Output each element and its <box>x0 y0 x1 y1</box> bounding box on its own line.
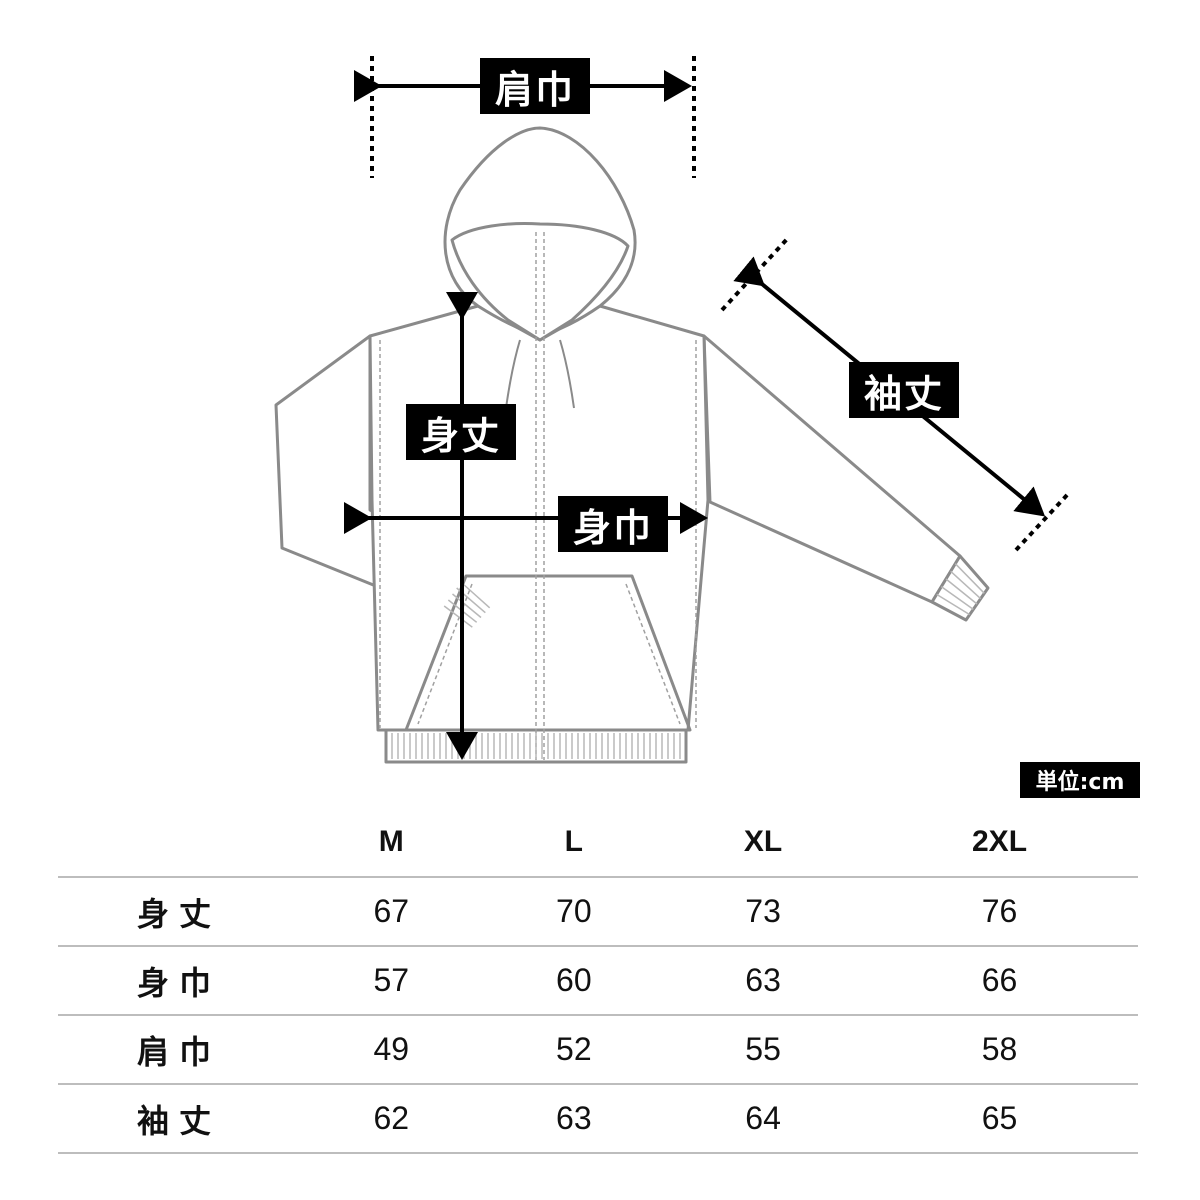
table-corner <box>58 808 300 878</box>
table-row: 肩巾 49 52 55 58 <box>58 1015 1138 1085</box>
row-label: 身巾 <box>58 946 300 1016</box>
table-cell: 58 <box>861 1015 1138 1085</box>
hood-opening <box>450 222 630 342</box>
size-header: 2XL <box>861 808 1138 878</box>
table-cell: 67 <box>300 877 483 947</box>
hoodie-diagram <box>274 56 1070 764</box>
table-cell: 63 <box>482 1084 666 1154</box>
table-cell: 70 <box>482 877 666 947</box>
table-cell: 55 <box>665 1015 862 1085</box>
shoulder-width-label: 肩巾 <box>480 58 590 114</box>
table-cell: 62 <box>300 1084 483 1154</box>
size-header-row: M L XL 2XL <box>58 808 1138 878</box>
table-cell: 65 <box>861 1084 1138 1154</box>
hoodie-details <box>379 232 697 760</box>
table-cell: 52 <box>482 1015 666 1085</box>
body-width-label: 身巾 <box>558 496 668 552</box>
body-length-label: 身丈 <box>406 404 516 460</box>
table-cell: 63 <box>665 946 862 1016</box>
sleeve-guide-top <box>720 236 790 312</box>
size-header: M <box>300 808 483 878</box>
table-cell: 66 <box>861 946 1138 1016</box>
drawstrings <box>505 339 575 409</box>
table-cell: 64 <box>665 1084 862 1154</box>
table-cell: 60 <box>482 946 666 1016</box>
unit-label: 単位:cm <box>1020 762 1140 798</box>
size-header: L <box>482 808 666 878</box>
sleeve-length-label: 袖丈 <box>849 362 959 418</box>
row-label: 袖丈 <box>58 1084 300 1154</box>
size-header: XL <box>665 808 862 878</box>
hoodie-outline <box>274 126 990 764</box>
kangaroo-pocket <box>404 574 692 732</box>
row-label: 身丈 <box>58 877 300 947</box>
sleeve-guide-bottom <box>1014 492 1070 552</box>
size-table: M L XL 2XL 身丈 67 70 73 76 身巾 57 60 63 66… <box>58 808 1138 1154</box>
row-label: 肩巾 <box>58 1015 300 1085</box>
table-cell: 49 <box>300 1015 483 1085</box>
table-cell: 57 <box>300 946 483 1016</box>
table-row: 身丈 67 70 73 76 <box>58 877 1138 947</box>
table-cell: 76 <box>861 877 1138 947</box>
table-cell: 73 <box>665 877 862 947</box>
table-row: 身巾 57 60 63 66 <box>58 946 1138 1016</box>
table-row: 袖丈 62 63 64 65 <box>58 1084 1138 1154</box>
